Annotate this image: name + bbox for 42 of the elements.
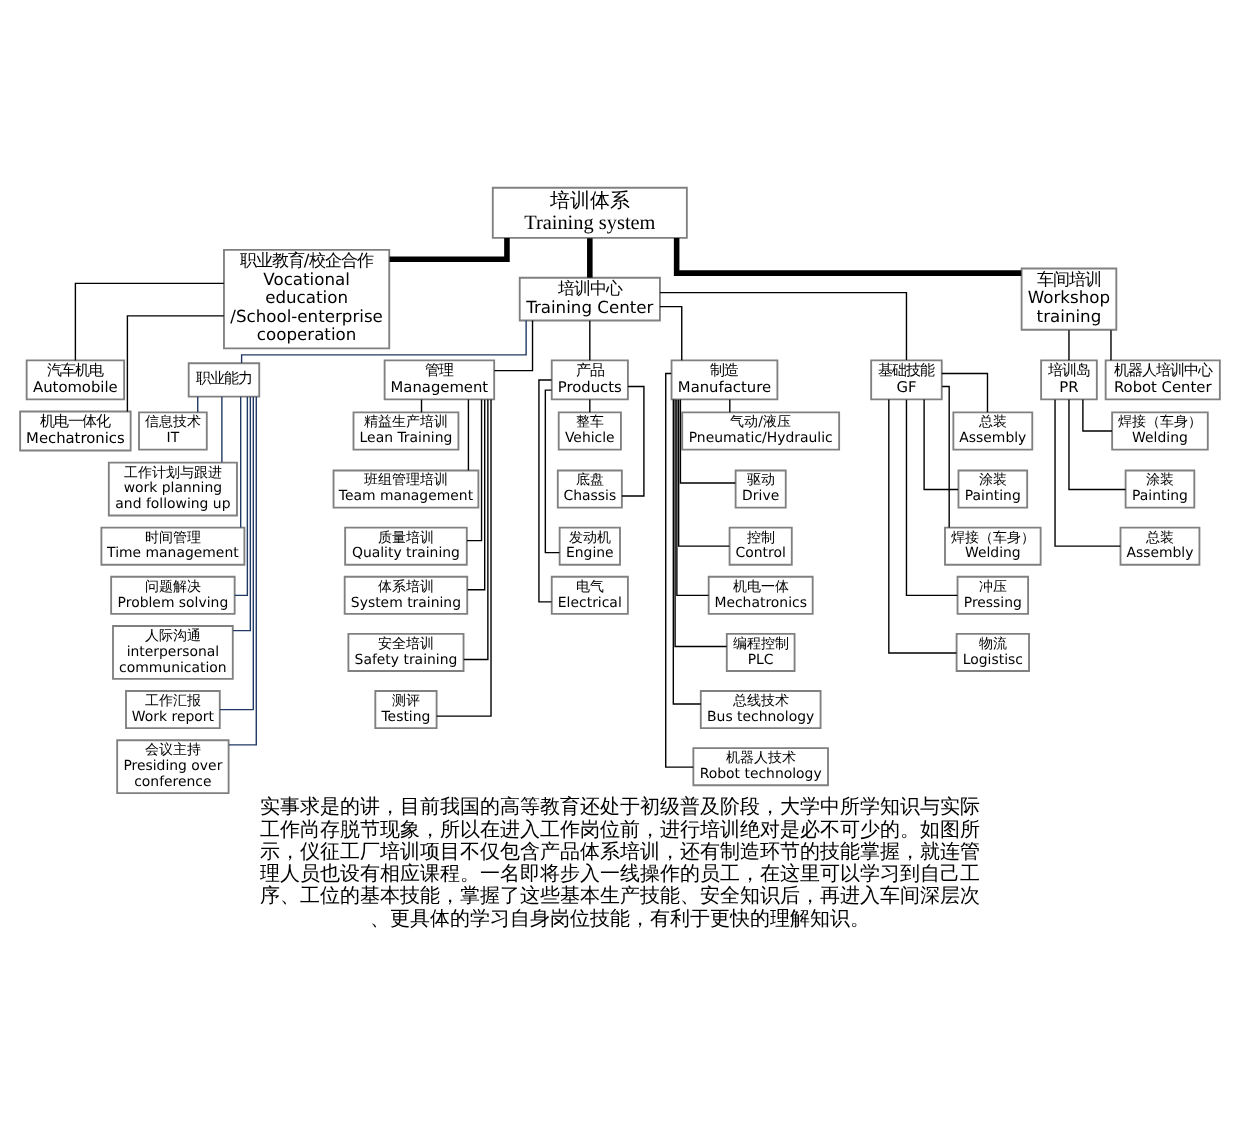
node-box: 职业教育/校企合作 Vocational education /School-enterprise cooperation [223, 249, 391, 350]
connector [672, 398, 702, 705]
connector [74, 282, 225, 362]
connector [240, 396, 242, 529]
connector [905, 399, 959, 597]
connector [463, 398, 489, 661]
connector [674, 398, 728, 648]
connector [589, 398, 591, 413]
connector [941, 385, 950, 529]
connector [240, 319, 527, 364]
connector [888, 398, 958, 654]
connector [228, 396, 257, 746]
caption: 实事求是的讲，目前我国的高等教育还处于初级普及阶段，大学中所学知识与实际工作尚存脱节现象，所以在进入工作岗位前，进行培训绝对是必不可少的。如图所示，仪征工厂培训项目不仅包含产品体系培训，还有制造环节的技能掌握，就连管理人员也设有相应课程。一名即将步入一线操作的员工，在这里可以学习到自己工序、工位的基本技能，掌握了这些基本生产技能、安全知识后，再进入车间深层次、更具体的学习自身岗位技能，有利于更快的理解知识。 [260, 797, 980, 931]
connector [493, 319, 534, 372]
connector [234, 396, 249, 597]
node-box: 培训中心 Training Center [518, 276, 661, 322]
node-box: 培训体系 Training system [491, 186, 688, 239]
connector [1068, 329, 1070, 362]
connector [923, 398, 959, 491]
connector [1082, 398, 1113, 432]
connector [219, 396, 254, 711]
connector [621, 385, 645, 497]
connector [544, 389, 561, 554]
connector [538, 379, 553, 603]
connector [941, 372, 989, 413]
connector [232, 396, 252, 632]
connector [435, 398, 492, 717]
connector [589, 320, 591, 361]
connector [1110, 329, 1112, 362]
connector [659, 305, 683, 361]
connector [221, 396, 223, 463]
node-box: 车间培训 Workshop training [1020, 267, 1118, 331]
connector [1054, 398, 1121, 547]
connector [389, 237, 510, 262]
connector [466, 398, 483, 542]
connector [1068, 398, 1127, 491]
connector [466, 398, 486, 591]
connector [587, 238, 593, 278]
connector [659, 291, 908, 361]
connector [665, 372, 694, 768]
connector [676, 399, 710, 597]
connector [467, 398, 470, 472]
